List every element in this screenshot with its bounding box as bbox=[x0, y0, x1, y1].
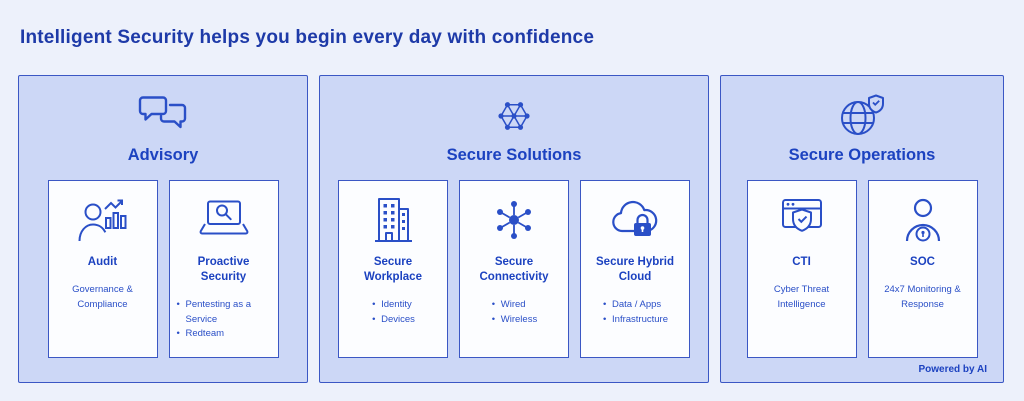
bullet-item: Identity bbox=[371, 298, 415, 313]
panel-advisory: Advisory bbox=[18, 75, 308, 383]
panel-secure-solutions: Secure Solutions bbox=[319, 75, 709, 383]
panel-title-secure-solutions: Secure Solutions bbox=[446, 146, 582, 164]
card-secure-workplace: Secure Workplace Identity Devices bbox=[338, 180, 448, 358]
secure-operations-cards: CTI Cyber Threat Intelligence SOC bbox=[746, 180, 978, 358]
advisory-cards: Audit Governance & Compliance Proactive … bbox=[47, 180, 279, 358]
soc-analyst-icon bbox=[900, 193, 946, 247]
bullet-item: Redteam bbox=[176, 327, 272, 342]
card-audit: Audit Governance & Compliance bbox=[47, 180, 158, 358]
bullet-item: Data / Apps bbox=[602, 298, 668, 313]
card-title: Proactive Security bbox=[197, 256, 250, 283]
globe-shield-icon bbox=[837, 89, 887, 143]
card-description: 24x7 Monitoring & Response bbox=[884, 283, 961, 310]
card-proactive-security: Proactive Security Pentesting as a Servi… bbox=[168, 180, 279, 358]
building-icon bbox=[370, 193, 416, 247]
bullet-list: Wired Wireless bbox=[491, 298, 537, 327]
bullet-item: Infrastructure bbox=[602, 313, 668, 328]
bullet-list: Identity Devices bbox=[371, 298, 415, 327]
bullet-item: Pentesting as a Service bbox=[176, 298, 272, 327]
card-title: Audit bbox=[87, 256, 118, 268]
panels-row: Advisory bbox=[18, 75, 1004, 383]
connectivity-hub-icon bbox=[489, 193, 539, 247]
powered-by-ai-label: Powered by AI bbox=[918, 364, 987, 375]
network-mesh-icon bbox=[491, 89, 537, 143]
card-title: CTI bbox=[792, 256, 811, 268]
cloud-lock-icon bbox=[608, 193, 662, 247]
panel-secure-operations: Secure Operations bbox=[720, 75, 1004, 383]
page-title: Intelligent Security helps you begin eve… bbox=[20, 27, 595, 48]
panel-title-advisory: Advisory bbox=[127, 146, 199, 164]
laptop-search-icon bbox=[197, 193, 251, 247]
card-cti: CTI Cyber Threat Intelligence bbox=[746, 180, 857, 358]
card-description: Cyber Threat Intelligence bbox=[773, 283, 830, 310]
bullet-item: Wireless bbox=[491, 313, 537, 328]
bullet-list: Data / Apps Infrastructure bbox=[602, 298, 668, 327]
audit-person-chart-icon bbox=[77, 193, 129, 247]
card-title: Secure Connectivity bbox=[479, 256, 549, 283]
card-title: Secure Workplace bbox=[364, 256, 422, 283]
secure-solutions-cards: Secure Workplace Identity Devices bbox=[338, 180, 690, 358]
chat-bubbles-icon bbox=[136, 89, 190, 143]
panel-title-secure-operations: Secure Operations bbox=[788, 146, 936, 164]
card-description: Governance & Compliance bbox=[72, 283, 133, 310]
bullet-item: Wired bbox=[491, 298, 537, 313]
card-secure-connectivity: Secure Connectivity Wired Wireless bbox=[459, 180, 569, 358]
card-title: SOC bbox=[910, 256, 935, 268]
bullet-item: Devices bbox=[371, 313, 415, 328]
browser-shield-icon bbox=[778, 193, 826, 247]
card-secure-hybrid-cloud: Secure Hybrid Cloud Data / Apps Infrastr… bbox=[580, 180, 690, 358]
card-title: Secure Hybrid Cloud bbox=[596, 256, 674, 283]
bullet-list: Pentesting as a Service Redteam bbox=[176, 298, 272, 342]
card-soc: SOC 24x7 Monitoring & Response bbox=[867, 180, 978, 358]
